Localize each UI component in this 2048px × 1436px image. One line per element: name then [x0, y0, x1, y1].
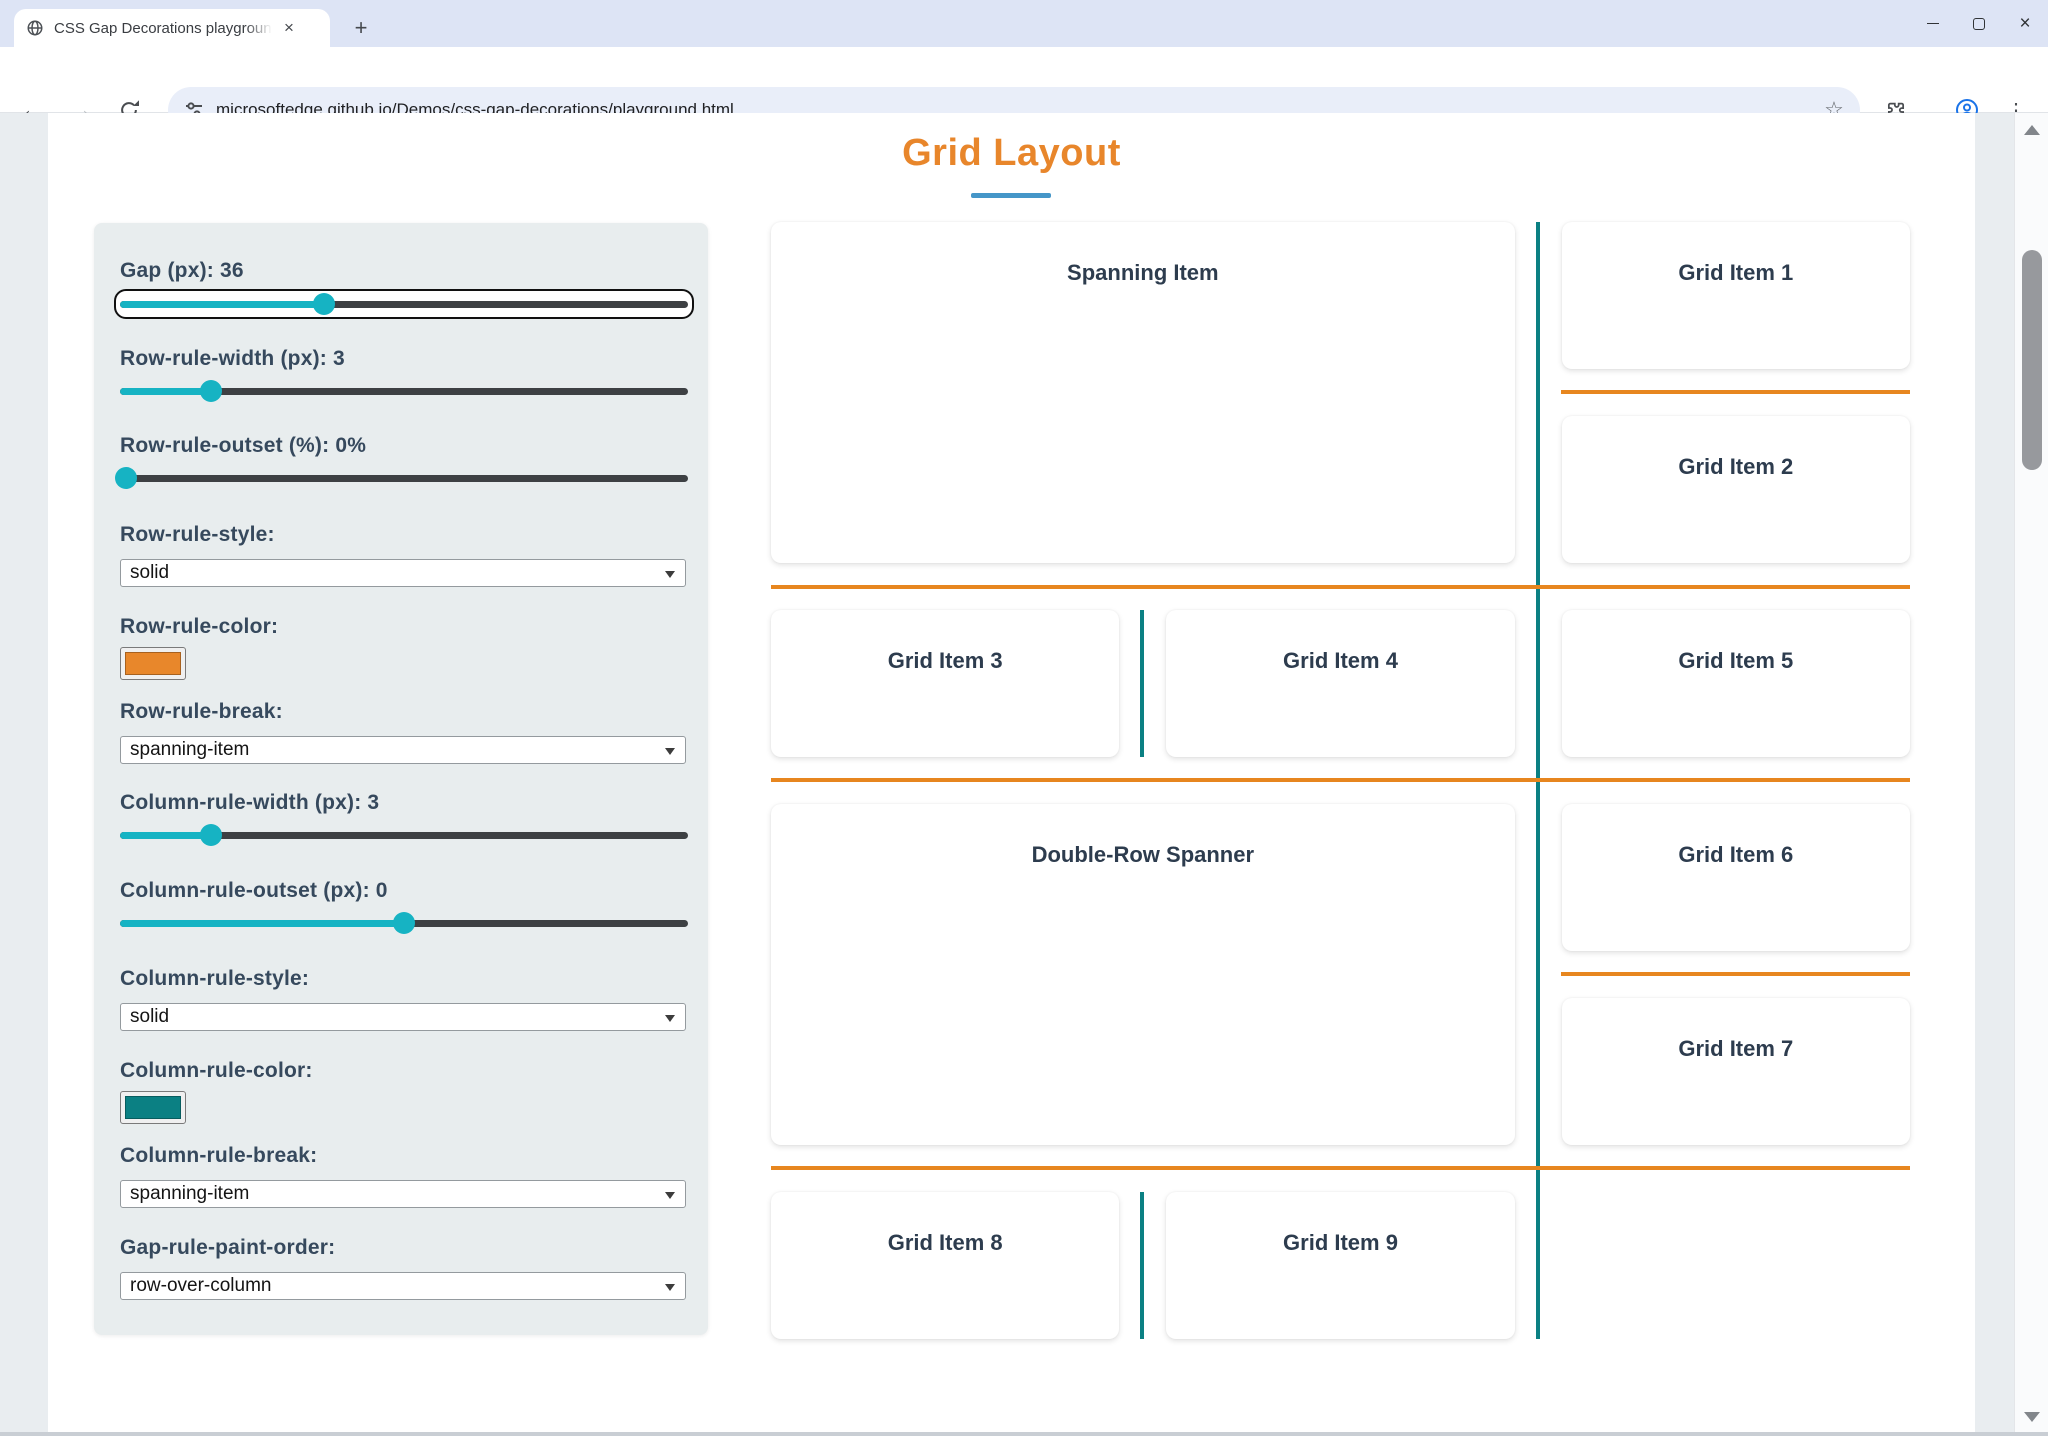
- grid-card-double-row-spanner: Double-Row Spanner: [771, 804, 1515, 1145]
- column-rule-line: [1140, 1192, 1144, 1339]
- slider-thumb[interactable]: [199, 380, 222, 402]
- column-rule-style-label: Column-rule-style:: [120, 967, 310, 990]
- column-rule-style-control: Column-rule-style: solid: [120, 967, 688, 1031]
- column-rule-style-select[interactable]: solid: [120, 1003, 686, 1031]
- row-rule-color-swatch: [125, 652, 181, 675]
- slider-thumb[interactable]: [313, 293, 336, 315]
- row-rule-width-control: Row-rule-width (px): 3: [120, 347, 688, 402]
- grid-card-2: Grid Item 2: [1561, 416, 1910, 563]
- slider-fill: [120, 920, 404, 927]
- grid-card-5: Grid Item 5: [1561, 610, 1910, 757]
- tab-close-icon[interactable]: ×: [284, 18, 294, 37]
- page-title: Grid Layout: [902, 132, 1121, 174]
- row-rule-style-label: Row-rule-style:: [120, 523, 275, 546]
- slider-fill: [120, 388, 211, 395]
- grid-card-1: Grid Item 1: [1561, 222, 1910, 369]
- row-rule-break-label: Row-rule-break:: [120, 700, 283, 723]
- slider-thumb[interactable]: [393, 912, 415, 934]
- slider-track: [120, 301, 688, 308]
- column-rule-width-label: Column-rule-width (px): 3: [120, 791, 380, 814]
- row-rule-line: [771, 1166, 1910, 1170]
- column-rule-color-picker[interactable]: [120, 1091, 186, 1124]
- controls-panel: Gap (px): 36 Row-rule-width (px): 3 Row-…: [94, 223, 708, 1335]
- gap-slider[interactable]: [120, 293, 688, 315]
- browser-toolbar: ← → microsoftedge.github.io/Demos/css-ga…: [0, 47, 2048, 146]
- grid-card-7: Grid Item 7: [1561, 998, 1910, 1145]
- demo-grid: Spanning Item Grid Item 1 Grid Item 2 Gr…: [771, 222, 1910, 1339]
- grid-card-4: Grid Item 4: [1166, 610, 1515, 757]
- row-rule-style-control: Row-rule-style: solid: [120, 523, 688, 587]
- window-bottom-edge: [0, 1432, 2048, 1436]
- slider-thumb[interactable]: [199, 824, 222, 846]
- row-rule-outset-slider[interactable]: [114, 467, 688, 489]
- grid-card-9: Grid Item 9: [1166, 1192, 1515, 1339]
- column-rule-outset-slider[interactable]: [120, 912, 688, 934]
- row-rule-width-slider[interactable]: [120, 380, 688, 402]
- row-rule-style-select[interactable]: solid: [120, 559, 686, 587]
- slider-fill: [120, 301, 325, 308]
- column-rule-color-swatch: [125, 1096, 181, 1119]
- slider-fill: [120, 832, 211, 839]
- scrollbar-up-arrow-icon[interactable]: [2024, 125, 2040, 135]
- column-rule-break-select[interactable]: spanning-item: [120, 1180, 686, 1208]
- minimize-icon: [1927, 22, 1939, 25]
- browser-tab[interactable]: CSS Gap Decorations playgroun ×: [14, 9, 330, 47]
- gap-rule-paint-order-control: Gap-rule-paint-order: row-over-column: [120, 1236, 688, 1300]
- slider-thumb[interactable]: [114, 467, 137, 489]
- column-rule-outset-label: Column-rule-outset (px): 0: [120, 879, 388, 902]
- page-viewport: Grid Layout Gap (px): 36 Row-rule-width …: [0, 113, 2048, 1432]
- column-rule-color-control: Column-rule-color:: [120, 1059, 688, 1124]
- row-rule-break-select[interactable]: spanning-item: [120, 736, 686, 764]
- column-rule-width-control: Column-rule-width (px): 3: [120, 791, 688, 846]
- gap-rule-paint-order-select[interactable]: row-over-column: [120, 1272, 686, 1300]
- column-rule-color-label: Column-rule-color:: [120, 1059, 313, 1082]
- column-rule-break-label: Column-rule-break:: [120, 1144, 318, 1167]
- row-rule-outset-control: Row-rule-outset (%): 0%: [114, 434, 688, 489]
- tab-title: CSS Gap Decorations playgroun: [54, 19, 272, 37]
- row-rule-outset-label: Row-rule-outset (%): 0%: [120, 434, 367, 457]
- grid-card-6: Grid Item 6: [1561, 804, 1910, 951]
- column-rule-line: [1140, 610, 1144, 757]
- gap-control: Gap (px): 36: [114, 259, 694, 319]
- globe-favicon-icon: [27, 20, 43, 36]
- new-tab-button[interactable]: +: [354, 15, 368, 40]
- title-underline: [971, 193, 1051, 198]
- close-button[interactable]: ×: [2019, 12, 2031, 34]
- slider-track: [120, 475, 688, 482]
- row-rule-color-control: Row-rule-color:: [120, 615, 688, 680]
- column-rule-outset-control: Column-rule-outset (px): 0: [120, 879, 688, 934]
- scrollbar-down-arrow-icon[interactable]: [2024, 1412, 2040, 1422]
- row-rule-line: [771, 778, 1910, 782]
- tab-strip: CSS Gap Decorations playgroun × + ×: [0, 0, 2048, 47]
- column-rule-width-slider[interactable]: [120, 824, 688, 846]
- gap-rule-paint-order-label: Gap-rule-paint-order:: [120, 1236, 336, 1259]
- gap-label: Gap (px): 36: [120, 259, 244, 282]
- maximize-icon: [1973, 17, 1985, 30]
- grid-card-8: Grid Item 8: [771, 1192, 1120, 1339]
- row-rule-line: [771, 585, 1910, 589]
- grid-card-3: Grid Item 3: [771, 610, 1120, 757]
- maximize-button[interactable]: [1956, 9, 2002, 39]
- row-rule-color-picker[interactable]: [120, 647, 186, 680]
- window-controls: ×: [1910, 0, 2048, 47]
- page-scrollbar[interactable]: [2014, 113, 2048, 1432]
- slider-track: [120, 832, 688, 839]
- column-rule-break-control: Column-rule-break: spanning-item: [120, 1144, 688, 1208]
- scrollbar-thumb[interactable]: [2022, 250, 2042, 470]
- row-rule-line: [1561, 972, 1910, 976]
- slider-track: [120, 388, 688, 395]
- grid-card-spanning-item: Spanning Item: [771, 222, 1515, 563]
- row-rule-color-label: Row-rule-color:: [120, 615, 279, 638]
- row-rule-break-control: Row-rule-break: spanning-item: [120, 700, 688, 764]
- row-rule-line: [1561, 390, 1910, 394]
- minimize-button[interactable]: [1910, 9, 1956, 39]
- row-rule-width-label: Row-rule-width (px): 3: [120, 347, 345, 370]
- gap-slider-focus-ring: [114, 289, 694, 319]
